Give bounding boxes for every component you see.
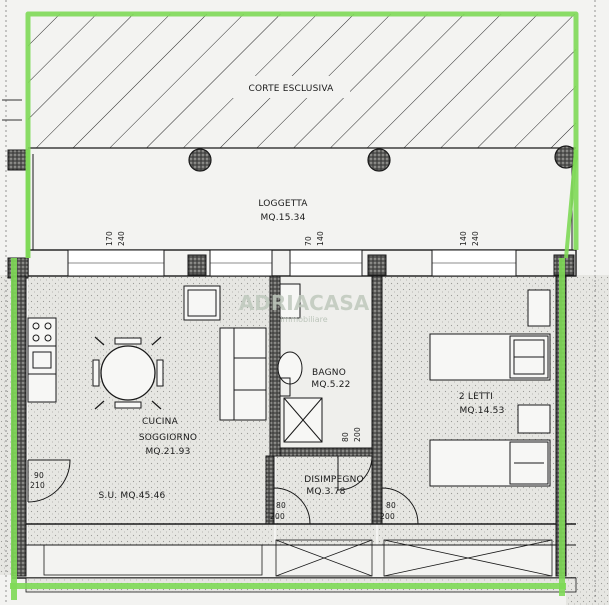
property-boundary [10, 11, 579, 600]
letto-area: MQ.14.53 [459, 406, 504, 416]
loggia-area-text: MQ.15.34 [260, 213, 305, 223]
kitchen-counter [27, 317, 57, 403]
cucina-area: MQ.21.93 [145, 447, 190, 457]
window-dim-1-h: 240 [117, 231, 126, 246]
bagno-name: BAGNO [312, 368, 346, 378]
loggia-columns [7, 145, 578, 172]
bagno-door-w: 80 [341, 432, 350, 442]
loggia-name: LOGGETTA [258, 199, 308, 209]
surface-total: S.U. MQ.45.46 [99, 491, 166, 501]
disimpegno-name: DISIMPEGNO [304, 475, 364, 485]
disimpegno-door-w: 80 [276, 501, 286, 510]
facade-wall [7, 249, 577, 279]
corte-esclusiva-area: CORTE ESCLUSIVA [28, 14, 576, 148]
entrance-door-w: 90 [34, 471, 44, 480]
watermark: ADRIACASA immobiliare [239, 291, 370, 324]
bathroom-fixtures [277, 283, 323, 443]
bedroom-door-w: 80 [386, 501, 396, 510]
bedroom-door-h: 200 [380, 512, 395, 521]
dining-table [92, 336, 164, 410]
window-dim-2-w: 70 [304, 236, 313, 246]
living-furniture [183, 285, 267, 421]
cucina-name1: CUCINA [142, 417, 179, 427]
window-dim-3-h: 240 [471, 231, 480, 246]
room-labels: BAGNO MQ.5.22 2 LETTI MQ.14.53 CUCINA SO… [99, 368, 505, 501]
door-swings [27, 455, 419, 525]
letto-name: 2 LETTI [459, 392, 493, 402]
bedroom-beds [429, 289, 551, 487]
window-dim-2-h: 140 [316, 231, 325, 246]
bagno-door-h: 200 [353, 427, 362, 442]
disimpegno-door-h: 200 [270, 512, 285, 521]
disimpegno-area: MQ.3.78 [306, 487, 345, 497]
watermark-brand: ADRIACASA [239, 291, 370, 315]
bagno-area: MQ.5.22 [311, 380, 350, 390]
door-dimensions: 90 210 80 200 80 200 80 200 [30, 427, 396, 521]
corte-label: CORTE ESCLUSIVA [249, 84, 335, 94]
cucina-name2: SOGGIORNO [139, 433, 197, 443]
window-dimensions: 170 240 70 140 140 240 [105, 231, 480, 246]
left-margin-details [2, 0, 596, 605]
watermark-tagline: immobiliare [280, 315, 327, 324]
entrance-door-h: 210 [30, 481, 45, 490]
window-dim-1-w: 170 [105, 231, 114, 246]
window-dim-3-w: 140 [459, 231, 468, 246]
